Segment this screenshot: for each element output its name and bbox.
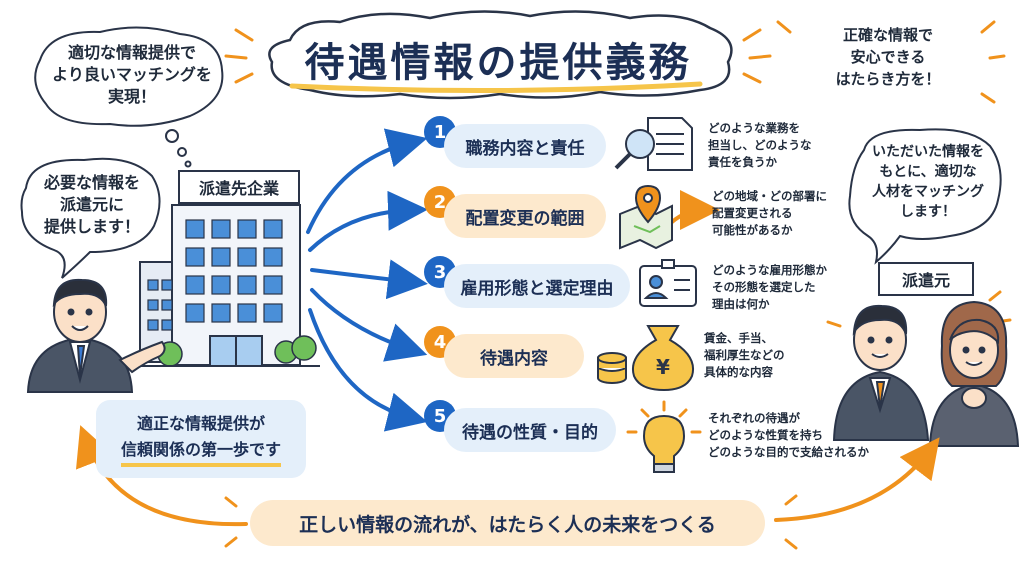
note-card-line: 信頼関係の第一歩です	[120, 437, 281, 467]
title-underline	[289, 81, 703, 94]
note-top-right: 正確な情報で 安心できる はたらき方を！	[796, 24, 980, 90]
desc-line: どの地域・どの部署に	[712, 189, 827, 203]
item-4-description: 賃金、手当、 福利厚生などの 具体的な内容	[704, 330, 834, 381]
item-3-description: どのような雇用形態か その形態を選定した 理由は何か	[712, 262, 862, 313]
page-title: 待遇情報の提供義務	[304, 40, 692, 86]
desc-line: どのような雇用形態か	[712, 263, 827, 277]
bubble-top-left-line: 実現！	[107, 87, 156, 106]
desc-line: それぞれの待遇が	[708, 411, 800, 425]
item-1-description: どのような業務を 担当し、どのような 責任を負うか	[708, 120, 848, 171]
yen-glyph: ¥	[656, 355, 670, 379]
item-4-label: 待遇内容	[444, 334, 584, 378]
bubble-right-shape	[848, 128, 1002, 265]
bubble-right-line: します！	[900, 204, 956, 220]
desc-line: 理由は何か	[712, 297, 770, 311]
desc-line: 福利厚生などの	[704, 348, 785, 362]
desc-line: 担当し、どのような	[708, 138, 812, 152]
desc-line: 配置変更される	[712, 206, 793, 220]
bubble-right-line: もとに、適切な	[879, 164, 977, 180]
desc-line: 責任を負うか	[708, 155, 777, 169]
note-top-right-line: 正確な情報で	[842, 26, 933, 44]
bubble-left-line: 提供します！	[43, 217, 140, 236]
desc-line: どのような目的で支給されるか	[708, 445, 869, 459]
title-cloud	[268, 10, 733, 100]
bubble-right: いただいた情報を もとに、適切な 人材をマッチング します！	[858, 142, 998, 222]
desc-line: 可能性があるか	[712, 223, 793, 237]
map-arrow	[670, 190, 720, 231]
item-5-description: それぞれの待遇が どのような性質を持ち どのような目的で支給されるか	[708, 410, 898, 461]
bubble-left-line: 必要な情報を	[43, 173, 140, 192]
magnifier-document-icon	[614, 117, 693, 171]
desc-line: その形態を選定した	[712, 280, 816, 294]
note-top-right-line: 安心できる	[850, 48, 926, 66]
bubble-left-person: 必要な情報を 派遣元に 提供します！	[30, 172, 154, 238]
company-label: 派遣先企業	[178, 170, 300, 204]
desc-line: どのような性質を持ち	[708, 428, 823, 442]
right-people	[832, 300, 1020, 447]
lightbulb-icon	[626, 400, 702, 473]
bubble-left-line: 派遣元に	[59, 195, 124, 214]
company-building	[139, 204, 301, 367]
map-pin-icon	[619, 184, 673, 250]
agency-label: 派遣元	[878, 262, 974, 296]
left-person	[26, 278, 166, 393]
bubble-top-left-line: 適切な情報提供で	[67, 43, 196, 62]
note-card-line: 適正な情報提供が	[136, 414, 265, 433]
bubble-top-left-line: より良いマッチングを	[52, 65, 212, 84]
bubble-right-line: 人材をマッチング	[872, 184, 984, 200]
desc-line: 賃金、手当、	[704, 331, 773, 345]
note-card: 適正な情報提供が 信頼関係の第一歩です	[96, 400, 306, 478]
bottom-banner: 正しい情報の流れが、はたらく人の未来をつくる	[250, 500, 765, 546]
bubble-top-left: 適切な情報提供で より良いマッチングを 実現！	[44, 42, 220, 108]
bubble-right-line: いただいた情報を	[872, 144, 984, 160]
item-5-label: 待遇の性質・目的	[444, 408, 616, 452]
id-card-icon	[639, 259, 697, 307]
bubble-top-left-shape	[34, 26, 224, 127]
money-bag-icon	[597, 325, 694, 392]
item-2-description: どの地域・どの部署に 配置変更される 可能性があるか	[712, 188, 862, 239]
desc-line: どのような業務を	[708, 121, 800, 135]
bubble-left-person-shape	[20, 157, 161, 279]
bottom-flow-arrows	[76, 425, 940, 527]
item-3-label: 雇用形態と選定理由	[444, 264, 630, 308]
title-accent-strokes	[224, 28, 772, 84]
item-2-label: 配置変更の範囲	[444, 194, 606, 238]
desc-line: 具体的な内容	[704, 365, 773, 379]
shrubs	[157, 335, 317, 367]
item-1-label: 職務内容と責任	[444, 124, 606, 168]
note-top-right-line: はたらき方を！	[835, 70, 941, 88]
flow-arrows	[306, 128, 428, 432]
